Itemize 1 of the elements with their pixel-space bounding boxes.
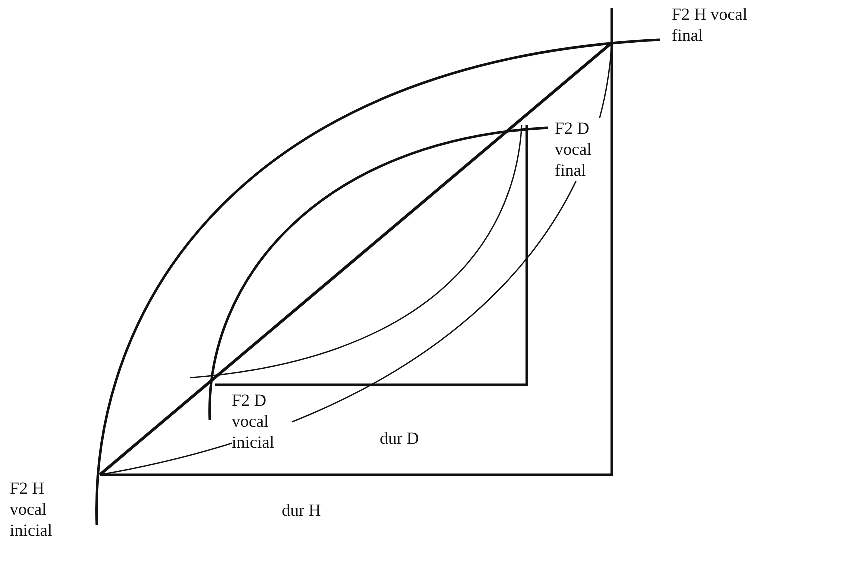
point-label: F2 D vocal final	[555, 118, 603, 181]
